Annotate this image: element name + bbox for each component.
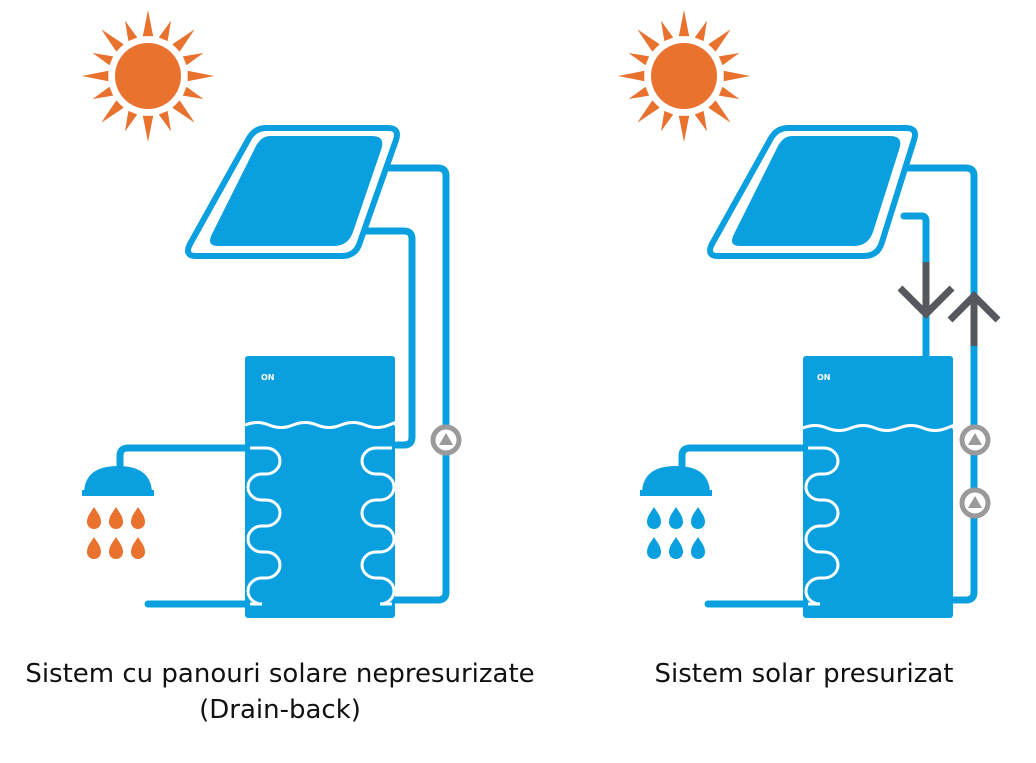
sun-ray (125, 110, 138, 132)
tank-label: ON (261, 373, 275, 382)
water-drop-icon (647, 537, 661, 559)
caption-drain-back: Sistem cu panouri solare nepresurizate (… (0, 656, 560, 728)
sun-disc (651, 43, 717, 109)
arrow-up-icon (947, 291, 1001, 346)
sun-ray (678, 115, 690, 142)
sun-ray (182, 86, 204, 99)
sun-ray (708, 29, 731, 52)
tank-label: ON (817, 373, 831, 382)
sun-ray (628, 86, 650, 99)
sun-ray (661, 20, 674, 42)
sun-ray (618, 70, 645, 82)
water-drop-icon (691, 537, 705, 559)
caption-line: Sistem solar presurizat (654, 659, 954, 689)
pump-icon (959, 424, 991, 456)
water-drop-icon (131, 537, 145, 559)
water-drop-icon (109, 537, 123, 559)
sun-ray (723, 70, 750, 82)
water-drop-icon (691, 507, 705, 529)
arrow-down-icon (897, 262, 955, 319)
water-drops (647, 507, 705, 559)
sun-icon (618, 10, 750, 142)
pump-icon (430, 424, 462, 456)
sun-ray (172, 100, 195, 123)
water-drop-icon (131, 507, 145, 529)
sun-ray (718, 53, 740, 66)
left-system: ON (82, 10, 462, 618)
water-drop-icon (647, 507, 661, 529)
right-system: ON (618, 10, 1001, 618)
sun-ray (92, 86, 114, 99)
sun-disc (115, 43, 181, 109)
sun-ray (678, 10, 690, 37)
water-tank-icon: ON (244, 356, 399, 618)
sun-ray (101, 29, 124, 52)
pump-icon (959, 487, 991, 519)
solar-panel-icon (707, 125, 918, 259)
sun-ray (125, 20, 138, 42)
sun-ray (158, 20, 171, 42)
sun-ray (708, 100, 731, 123)
water-drop-icon (669, 537, 683, 559)
heating-coil-icon (360, 446, 396, 606)
pipes (116, 164, 450, 608)
water-drop-icon (87, 537, 101, 559)
water-drop-icon (109, 507, 123, 529)
sun-ray (182, 53, 204, 66)
sun-ray (637, 100, 660, 123)
sun-ray (158, 110, 171, 132)
solar-panel-icon (185, 125, 400, 259)
sun-icon (82, 10, 214, 142)
shower-head-icon (82, 466, 154, 496)
sun-ray (101, 100, 124, 123)
sun-ray (694, 110, 707, 132)
pipes (678, 164, 978, 608)
heating-coil-icon (804, 446, 840, 606)
sun-ray (82, 70, 109, 82)
shower-head-icon (640, 466, 712, 496)
sun-ray (187, 70, 214, 82)
sun-ray (718, 86, 740, 99)
sun-ray (92, 53, 114, 66)
sun-ray (661, 110, 674, 132)
water-tank-icon: ON (802, 356, 957, 618)
sun-ray (142, 10, 154, 37)
heating-coil-icon (246, 446, 282, 606)
caption-line-1: Sistem cu panouri solare nepresurizate (25, 659, 535, 689)
caption-line-2: (Drain-back) (199, 695, 361, 725)
water-drop-icon (87, 507, 101, 529)
sun-ray (637, 29, 660, 52)
caption-pressurized: Sistem solar presurizat (600, 656, 1008, 692)
sun-ray (142, 115, 154, 142)
water-drop-icon (669, 507, 683, 529)
sun-ray (172, 29, 195, 52)
sun-ray (628, 53, 650, 66)
water-drops (87, 507, 145, 559)
sun-ray (694, 20, 707, 42)
